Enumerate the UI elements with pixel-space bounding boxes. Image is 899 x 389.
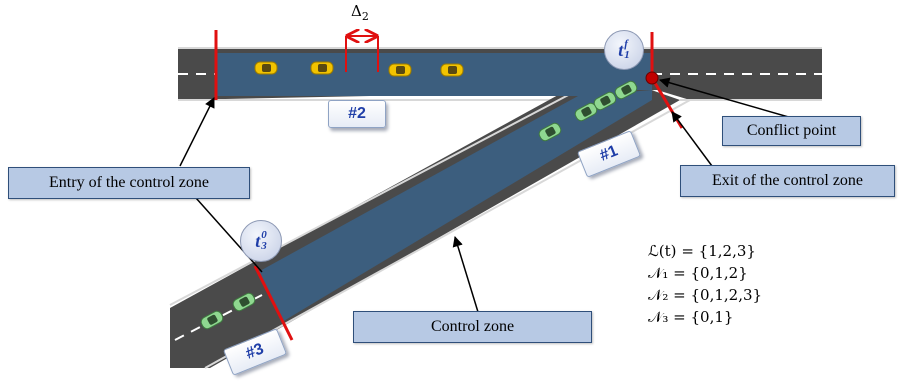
exit-label: Exit of the control zone xyxy=(680,165,895,197)
delta-label: Δ2 xyxy=(351,2,369,23)
conflict-point-marker xyxy=(645,71,659,85)
set-line-N1: 𝒩₁ = {0,1,2} xyxy=(648,264,748,282)
control-zone-diagonal xyxy=(258,90,652,322)
conflict-point-label: Conflict point xyxy=(722,116,861,146)
set-line-L: ℒ(t) = {1,2,3} xyxy=(648,242,756,260)
yellow-cars-road2 xyxy=(254,61,464,77)
road-tag-2: #2 xyxy=(328,100,386,128)
exit-pointer xyxy=(671,111,713,167)
set-line-N3: 𝒩₃ = {0,1} xyxy=(648,308,734,326)
green-cars-road3 xyxy=(200,292,256,330)
entry-line-road3 xyxy=(253,265,294,341)
set-line-N2: 𝒩₂ = {0,1,2,3} xyxy=(648,286,763,304)
entry-pointer-up xyxy=(179,97,215,167)
control-zone-pointer xyxy=(452,235,479,313)
conflict-pointer xyxy=(658,77,793,119)
set-definitions: ℒ(t) = {1,2,3} 𝒩₁ = {0,1,2} 𝒩₂ = {0,1,2,… xyxy=(648,240,762,328)
control-zone-label: Control zone xyxy=(353,311,592,343)
entry-label: Entry of the control zone xyxy=(8,167,250,199)
green-cars-road1 xyxy=(538,80,638,142)
control-zone-horizontal xyxy=(216,53,652,96)
